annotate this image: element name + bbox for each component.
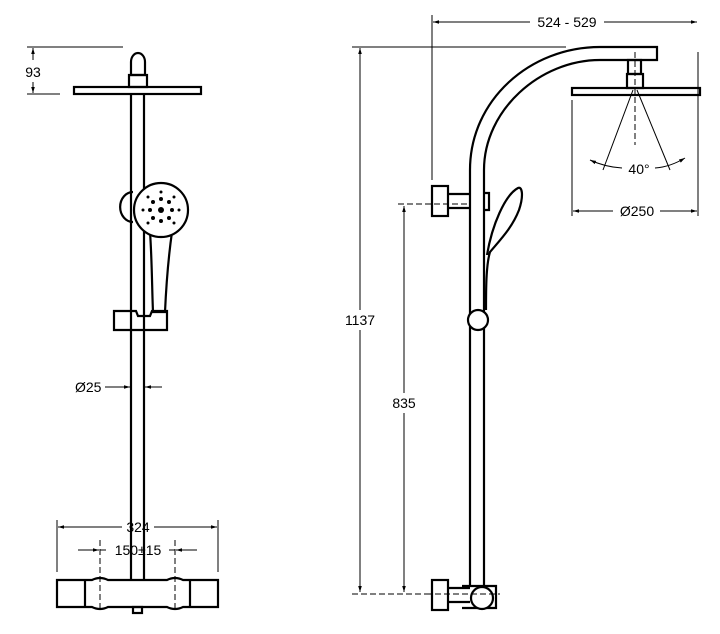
rain-head-front <box>72 85 203 96</box>
side-view: 40° Ø250 524 - 529 1137 835 <box>345 14 702 612</box>
slider-knob <box>466 308 490 332</box>
dim-mixer-width: 324 <box>126 519 150 535</box>
dim-bracket-height: 835 <box>392 395 416 411</box>
hand-shower-side <box>484 186 524 311</box>
thermostatic-mixer-side <box>426 578 500 612</box>
dim-spray-angle: 40° <box>628 161 649 177</box>
rain-head-side <box>570 86 702 97</box>
dim-rail-diameter: Ø25 <box>75 379 102 395</box>
dim-total-height: 1137 <box>345 312 375 328</box>
dim-inlet-spacing: 150±15 <box>115 542 162 558</box>
dim-head-diameter: Ø250 <box>620 203 654 219</box>
hand-shower-front <box>119 181 190 314</box>
dim-arm-reach: 524 - 529 <box>537 14 596 30</box>
wall-bracket <box>430 184 450 218</box>
thermostatic-mixer-front <box>55 576 220 615</box>
dim-head-height: 93 <box>25 64 41 80</box>
slider-clamp <box>112 309 169 332</box>
front-view: 93 Ø25 324 150±15 <box>25 46 220 615</box>
